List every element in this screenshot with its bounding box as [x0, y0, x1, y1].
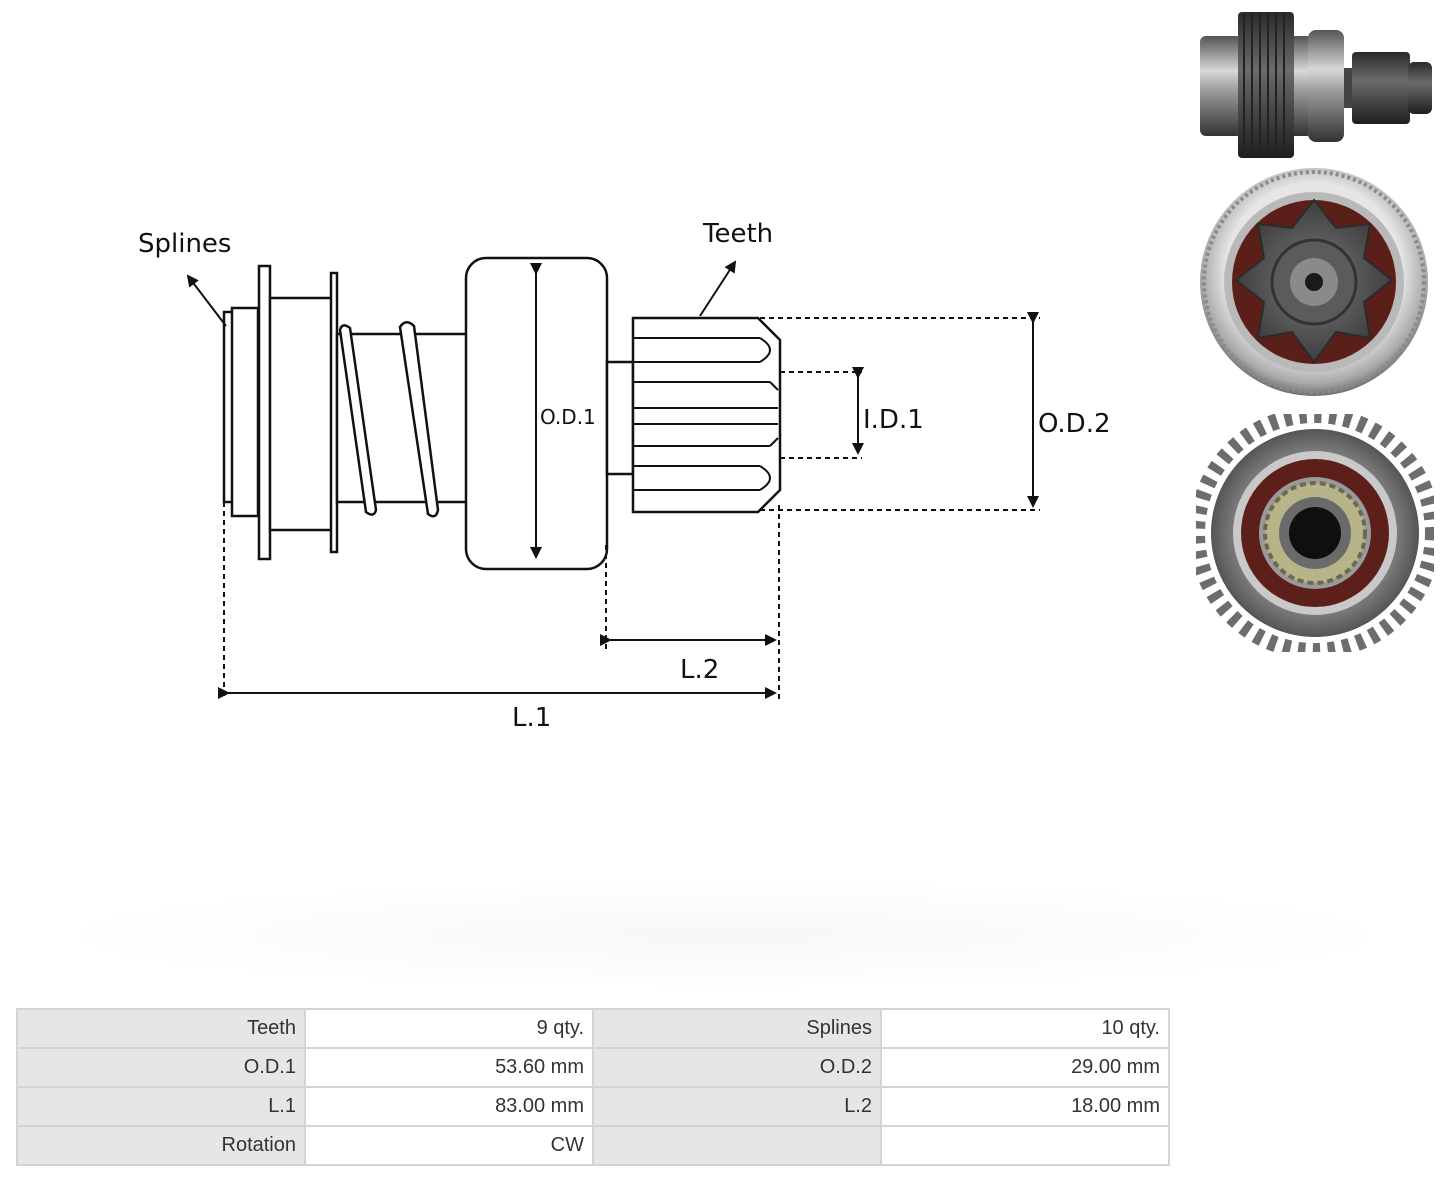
spec-value: 9 qty. — [306, 1010, 592, 1047]
spec-label: O.D.2 — [594, 1049, 880, 1086]
spec-value: 10 qty. — [882, 1010, 1168, 1047]
spec-value — [882, 1127, 1168, 1164]
pinion-teeth-lines — [633, 337, 779, 491]
spec-label: Rotation — [18, 1127, 304, 1164]
l1-label: L.1 — [512, 703, 551, 733]
spec-value: 18.00 mm — [882, 1088, 1168, 1125]
splines-pointer — [186, 274, 227, 327]
dimension-arrows — [186, 260, 1039, 699]
drive-dimension-diagram: Splines Teeth O.D.1 I.D.1 O.D.2 L.2 L.1 — [138, 219, 1111, 733]
spec-value: 53.60 mm — [306, 1049, 592, 1086]
splines-label: Splines — [138, 229, 231, 259]
id1-label: I.D.1 — [863, 405, 924, 435]
spec-label: L.2 — [594, 1088, 880, 1125]
spec-value: CW — [306, 1127, 592, 1164]
gear-end-photo — [1196, 414, 1434, 652]
spec-label: Splines — [594, 1010, 880, 1047]
teeth-pointer — [699, 260, 737, 317]
spec-value: 83.00 mm — [306, 1088, 592, 1125]
drive-outline — [222, 256, 782, 571]
l2-label: L.2 — [680, 655, 719, 685]
extension-lines — [223, 317, 1040, 700]
side-view-photo — [1200, 12, 1432, 158]
od2-label: O.D.2 — [1038, 409, 1111, 439]
teeth-label: Teeth — [702, 219, 773, 249]
spec-label: Teeth — [18, 1010, 304, 1047]
pinion-end-photo — [1200, 168, 1428, 396]
spec-label: O.D.1 — [18, 1049, 304, 1086]
spec-label — [594, 1127, 880, 1164]
od1-label: O.D.1 — [540, 405, 596, 429]
background-shadow — [30, 880, 1420, 990]
spec-value: 29.00 mm — [882, 1049, 1168, 1086]
spec-label: L.1 — [18, 1088, 304, 1125]
